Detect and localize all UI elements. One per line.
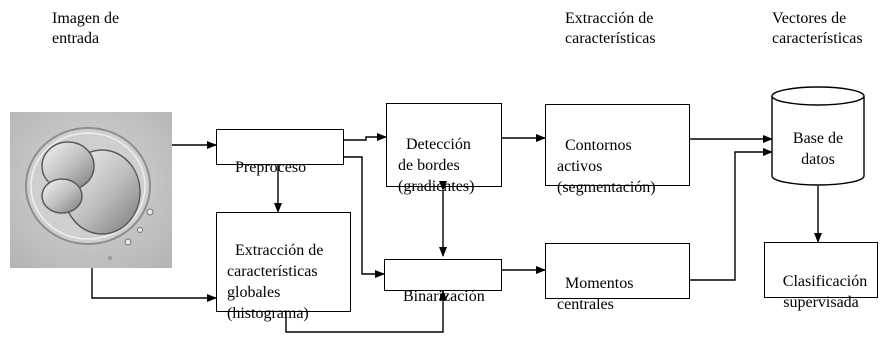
- box-supervised-classification: Clasificación supervisada: [764, 242, 878, 311]
- database-label: Base de datos: [792, 130, 844, 168]
- box-central-moments-label: Momentos centrales: [557, 275, 634, 313]
- database-cylinder: [771, 86, 865, 186]
- box-active-contours-label: Contornos activos (segmentación): [557, 137, 656, 196]
- box-binarization: Binarización: [384, 259, 502, 305]
- header-input-image: Imagen de entrada: [52, 10, 120, 47]
- box-preprocess-label: Preproceso: [235, 159, 307, 176]
- input-embryo-image: [10, 112, 172, 268]
- box-global-features-label: Extracción de características globales (…: [227, 242, 324, 322]
- box-edge-detection: Detección de bordes (gradientes): [386, 103, 502, 195]
- header-feature-vectors: Vectores de características: [772, 10, 863, 47]
- box-supervised-classification-label: Clasificación supervisada: [782, 273, 868, 311]
- box-global-features: Extracción de características globales (…: [216, 212, 351, 322]
- box-central-moments: Momentos centrales: [545, 243, 690, 313]
- box-preprocess: Preproceso: [216, 129, 344, 176]
- box-edge-detection-label: Detección de bordes (gradientes): [398, 136, 475, 195]
- box-active-contours: Contornos activos (segmentación): [545, 104, 690, 196]
- header-feature-extraction: Extracción de características: [565, 10, 656, 47]
